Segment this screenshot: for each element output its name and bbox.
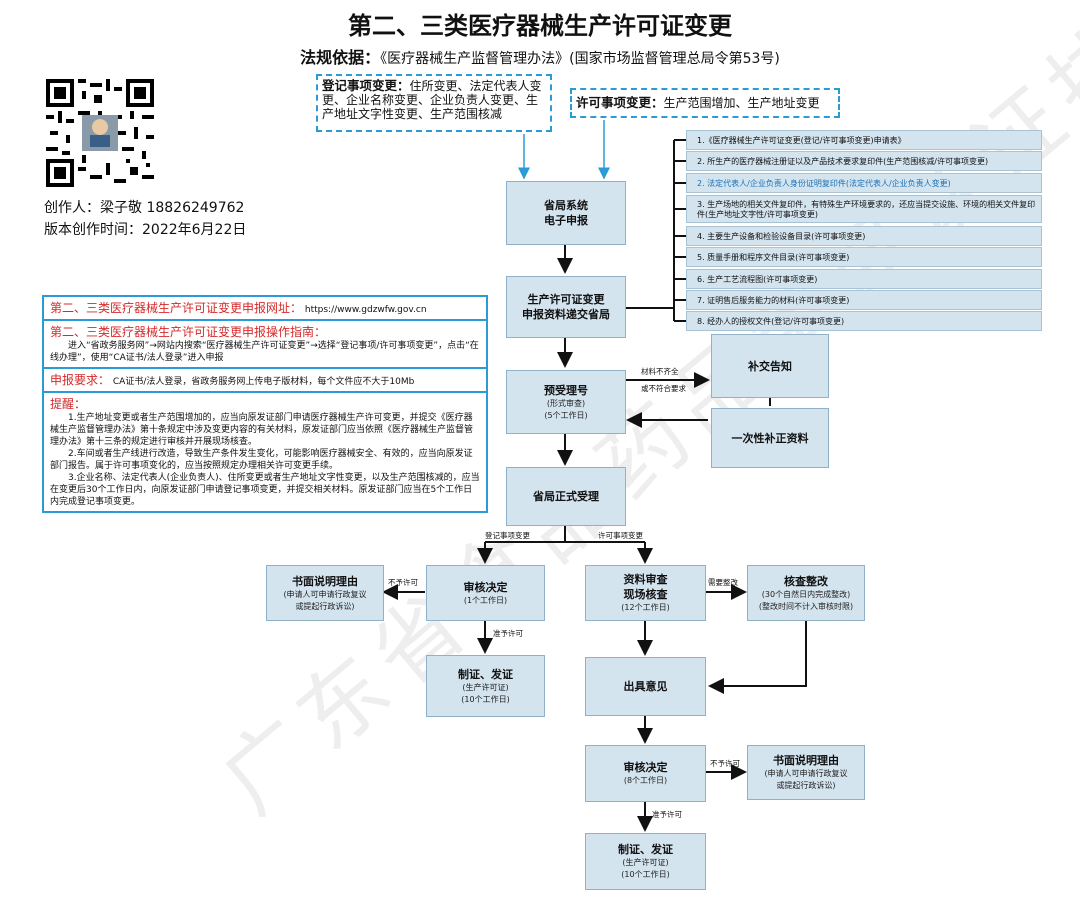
formal-acceptance-node: 省局正式受理	[506, 467, 626, 526]
pre-acceptance-node: 预受理号 (形式审查) (5个工作日)	[506, 370, 626, 434]
issue-opinion-node: 出具意见	[585, 657, 706, 716]
rectification-sub2: (整改时间不计入审核时限)	[758, 601, 854, 611]
guide-text: 进入“省政务服务网”→网站内搜索“医疗器械生产许可证变更”→选择“登记事项/许可…	[50, 341, 479, 363]
edge-label-incomplete: 材料不齐全	[641, 367, 679, 376]
edge-label-refuse: 不予许可	[388, 578, 418, 587]
license-decision-days: (8个工作日)	[623, 776, 668, 785]
pre-acceptance-sub: (形式审查)	[546, 398, 586, 408]
document-item: 1.《医疗器械生产许可证变更(登记/许可事项变更)申请表》	[686, 130, 1042, 150]
info-panel: 第二、三类医疗器械生产许可证变更申报网址： https://www.gdzwfw…	[42, 295, 488, 513]
license-refusal-sub2: 或提起行政诉讼)	[776, 781, 836, 790]
registration-change-label: 登记事项变更：	[322, 78, 410, 93]
registration-issue-node: 制证、发证 (生产许可证) (10个工作日)	[426, 655, 545, 717]
page-title: 第二、三类医疗器械生产许可证变更	[348, 12, 732, 40]
license-change-label: 许可事项变更：	[576, 95, 664, 110]
edge-label-noncompliant: 或不符合要求	[641, 384, 686, 393]
document-item: 4. 主要生产设备和检验设备目录(许可事项变更)	[686, 226, 1042, 246]
license-decision-title: 审核决定	[623, 761, 668, 774]
guide-label: 第二、三类医疗器械生产许可证变更申报操作指南：	[50, 325, 327, 339]
tips-label: 提醒：	[50, 397, 87, 411]
document-item: 2. 所生产的医疗器械注册证以及产品技术要求复印件(生产范围核减/许可事项变更)	[686, 151, 1042, 171]
pre-acceptance-days: (5个工作日)	[544, 410, 588, 420]
license-review-title: 资料审查 现场核查	[623, 573, 668, 601]
license-change-box: 许可事项变更：生产范围增加、生产地址变更	[570, 88, 840, 118]
submit-materials-node: 生产许可证变更 申报资料递交省局	[506, 276, 626, 338]
license-issue-node: 制证、发证 (生产许可证) (10个工作日)	[585, 833, 706, 890]
legal-basis: 法规依据：《医疗器械生产监督管理办法》(国家市场监督管理总局令第53号)	[0, 44, 1080, 68]
legal-basis-text: 《医疗器械生产监督管理办法》(国家市场监督管理总局令第53号)	[380, 51, 780, 67]
license-refusal-node: 书面说明理由 (申请人可申请行政复议 或提起行政诉讼)	[747, 745, 865, 800]
registration-issue-title: 制证、发证	[458, 667, 513, 681]
document-item: 5. 质量手册和程序文件目录(许可事项变更)	[686, 247, 1042, 267]
registration-refusal-sub1: (申请人可申请行政复议	[283, 589, 367, 599]
document-item: 6. 生产工艺流程图(许可事项变更)	[686, 269, 1042, 289]
website-label: 第二、三类医疗器械生产许可证变更申报网址：	[50, 301, 303, 315]
website-row: 第二、三类医疗器械生产许可证变更申报网址： https://www.gdzwfw…	[44, 297, 486, 321]
online-submit-node: 省局系统 电子申报	[506, 181, 626, 245]
tips-row: 提醒： 1.生产地址变更或者生产范围增加的，应当向原发证部门申请医疗器械生产许可…	[44, 393, 486, 511]
license-refusal-sub1: (申请人可申请行政复议	[764, 769, 848, 778]
pre-acceptance-title: 预受理号	[544, 383, 588, 397]
license-issue-sub1: (生产许可证)	[622, 858, 669, 867]
rectification-node: 核查整改 (30个自然日内完成整改) (整改时间不计入审核时限)	[747, 565, 865, 621]
tip-item: 2.车间或者生产线进行改造，导致生产条件发生变化，可能影响医疗器械安全、有效的，…	[50, 449, 473, 471]
tip-item: 3.企业名称、法定代表人(企业负责人)、住所变更或者生产地址文字性变更，以及生产…	[50, 473, 480, 507]
edge-label-need-rectify: 需要整改	[708, 578, 738, 587]
requirement-row: 申报要求： CA证书/法人登录，省政务服务网上传电子版材料，每个文件应不大于10…	[44, 369, 486, 393]
requirement-text: CA证书/法人登录，省政务服务网上传电子版材料，每个文件应不大于10Mb	[112, 377, 415, 387]
qr-code-icon	[46, 79, 154, 187]
creator-text: 创作人：梁子敬 18826249762	[44, 200, 245, 216]
requirement-label: 申报要求：	[50, 373, 111, 387]
registration-review-days: (1个工作日)	[463, 595, 508, 605]
registration-review-title: 审核决定	[463, 580, 508, 594]
supplement-notice-node: 补交告知	[711, 334, 829, 398]
license-refusal-title: 书面说明理由	[773, 754, 839, 767]
registration-change-box: 登记事项变更：住所变更、法定代表人变更、企业名称变更、企业负责人变更、生产地址文…	[316, 74, 552, 132]
version-text: 版本创作时间：2022年6月22日	[44, 222, 247, 238]
edge-label-refuse-2: 不予许可	[710, 759, 740, 768]
registration-issue-sub1: (生产许可证)	[462, 682, 509, 692]
edge-label-permit-2: 准予许可	[652, 810, 682, 819]
document-item: 2. 法定代表人/企业负责人身份证明复印件(法定代表人/企业负责人变更)	[686, 173, 1042, 193]
rectification-title: 核查整改	[784, 574, 828, 588]
author-info: 创作人：梁子敬 18826249762 版本创作时间：2022年6月22日	[44, 197, 246, 241]
document-item: 7. 证明售后服务能力的材料(许可事项变更)	[686, 290, 1042, 310]
registration-refusal-node: 书面说明理由 (申请人可申请行政复议 或提起行政诉讼)	[266, 565, 384, 621]
legal-basis-label: 法规依据：	[300, 48, 381, 67]
document-item: 8. 经办人的授权文件(登记/许可事项变更)	[686, 311, 1042, 331]
guide-row: 第二、三类医疗器械生产许可证变更申报操作指南： 进入“省政务服务网”→网站内搜索…	[44, 321, 486, 369]
edge-label-license-change: 许可事项变更	[598, 531, 643, 540]
one-time-correction-node: 一次性补正资料	[711, 408, 829, 468]
website-url[interactable]: https://www.gdzwfw.gov.cn	[304, 305, 427, 315]
registration-change-text: 住所变更、法定代表人变更、企业名称变更、企业负责人变更、生产地址文字性变更、生产…	[322, 79, 542, 121]
license-review-days: (12个工作日)	[621, 603, 670, 612]
registration-refusal-title: 书面说明理由	[292, 574, 358, 588]
rectification-sub1: (30个自然日内完成整改)	[761, 589, 851, 599]
tip-item: 1.生产地址变更或者生产范围增加的，应当向原发证部门申请医疗器械生产许可变更，并…	[50, 413, 474, 447]
edge-label-registration-change: 登记事项变更	[485, 531, 530, 540]
license-issue-title: 制证、发证	[618, 843, 673, 856]
registration-issue-sub2: (10个工作日)	[461, 694, 510, 704]
license-decision-node: 审核决定 (8个工作日)	[585, 745, 706, 802]
license-change-text: 生产范围增加、生产地址变更	[663, 96, 820, 110]
edge-label-permit: 准予许可	[493, 629, 523, 638]
license-review-node: 资料审查 现场核查 (12个工作日)	[585, 565, 706, 621]
registration-refusal-sub2: 或提起行政诉讼)	[295, 601, 355, 611]
document-item: 3. 生产场地的相关文件复印件，有特殊生产环境要求的，还应当提交设施、环境的相关…	[686, 195, 1042, 223]
registration-review-node: 审核决定 (1个工作日)	[426, 565, 545, 621]
license-issue-sub2: (10个工作日)	[621, 870, 670, 879]
